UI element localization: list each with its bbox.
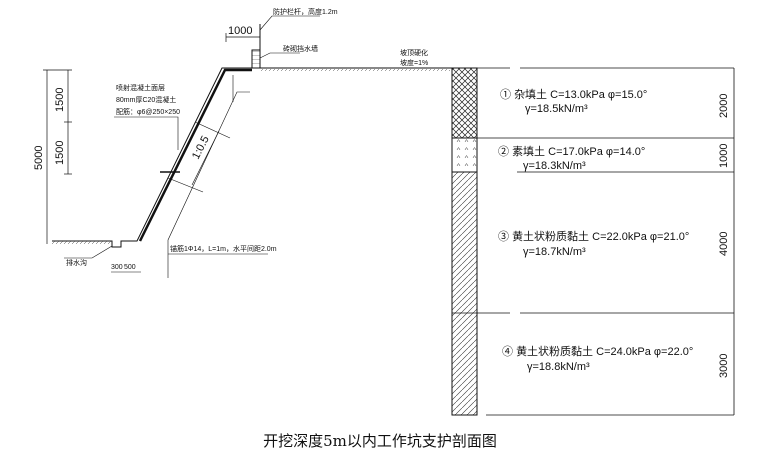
svg-text:① 杂填土 C=13.0kPa φ=15.0°: ① 杂填土 C=13.0kPa φ=15.0° [500, 87, 647, 101]
svg-text:④ 黄土状粉质黏土 C=24.0kPa φ=22.0°: ④ 黄土状粉质黏土 C=24.0kPa φ=22.0° [502, 344, 693, 358]
railing-label: 防护栏杆，高度1.2m [273, 7, 338, 16]
wall-label: 砖砌挡水墙 [283, 44, 318, 53]
slope-ratio: 1:0.5 [190, 134, 212, 161]
soil-column [451, 67, 478, 416]
shotcrete-label-2: 80mm厚C20混凝土 [116, 95, 176, 104]
brick-water-wall [251, 49, 261, 69]
svg-text:③ 黄土状粉质黏土 C=22.0kPa φ=21.0°: ③ 黄土状粉质黏土 C=22.0kPa φ=21.0° [498, 229, 689, 243]
svg-text:4000: 4000 [718, 232, 730, 256]
top-hardening-label: 坡顶硬化 [400, 48, 428, 57]
upper-dim-2: 1500 [54, 141, 66, 165]
ground-profile [52, 67, 452, 248]
layer-1: ① 杂填土 C=13.0kPa φ=15.0° γ=18.5kN/m³ 2000 [500, 87, 730, 118]
svg-text:γ=18.7kN/m³: γ=18.7kN/m³ [523, 246, 586, 258]
svg-text:1000: 1000 [718, 144, 730, 168]
top-slope-label: 坡度=1% [400, 58, 428, 67]
layer-2: ② 素填土 C=17.0kPa φ=14.0° γ=18.3kN/m³ 1000 [498, 144, 730, 172]
layer-3: ③ 黄土状粉质黏土 C=22.0kPa φ=21.0° γ=18.7kN/m³ … [498, 229, 730, 258]
svg-text:2000: 2000 [718, 94, 730, 118]
shotcrete-label-3: 配筋：φ6@250×250 [116, 107, 180, 116]
anchor-label: 锚筋1Φ14，L=1m，水平间距2.0m [170, 244, 277, 253]
total-depth-dim: 5000 [33, 146, 45, 170]
svg-text:γ=18.8kN/m³: γ=18.8kN/m³ [527, 361, 590, 373]
railing-dimension: 1000 [228, 25, 252, 37]
ditch-label: 排水沟 [66, 258, 87, 267]
svg-text:γ=18.3kN/m³: γ=18.3kN/m³ [523, 160, 586, 172]
ditch-width: 300 [111, 264, 123, 271]
svg-text:3000: 3000 [718, 354, 730, 378]
svg-text:② 素填土 C=17.0kPa φ=14.0°: ② 素填土 C=17.0kPa φ=14.0° [498, 144, 645, 158]
svg-text:γ=18.5kN/m³: γ=18.5kN/m³ [525, 103, 588, 115]
upper-dim-1: 1500 [54, 88, 66, 112]
shotcrete-label-1: 喷射混凝土面层 [116, 83, 165, 92]
layer-4: ④ 黄土状粉质黏土 C=24.0kPa φ=22.0° γ=18.8kN/m³ … [502, 344, 730, 378]
figure-title: 开挖深度5m以内工作坑支护剖面图 [263, 432, 497, 450]
ditch-offset: 500 [124, 264, 136, 271]
